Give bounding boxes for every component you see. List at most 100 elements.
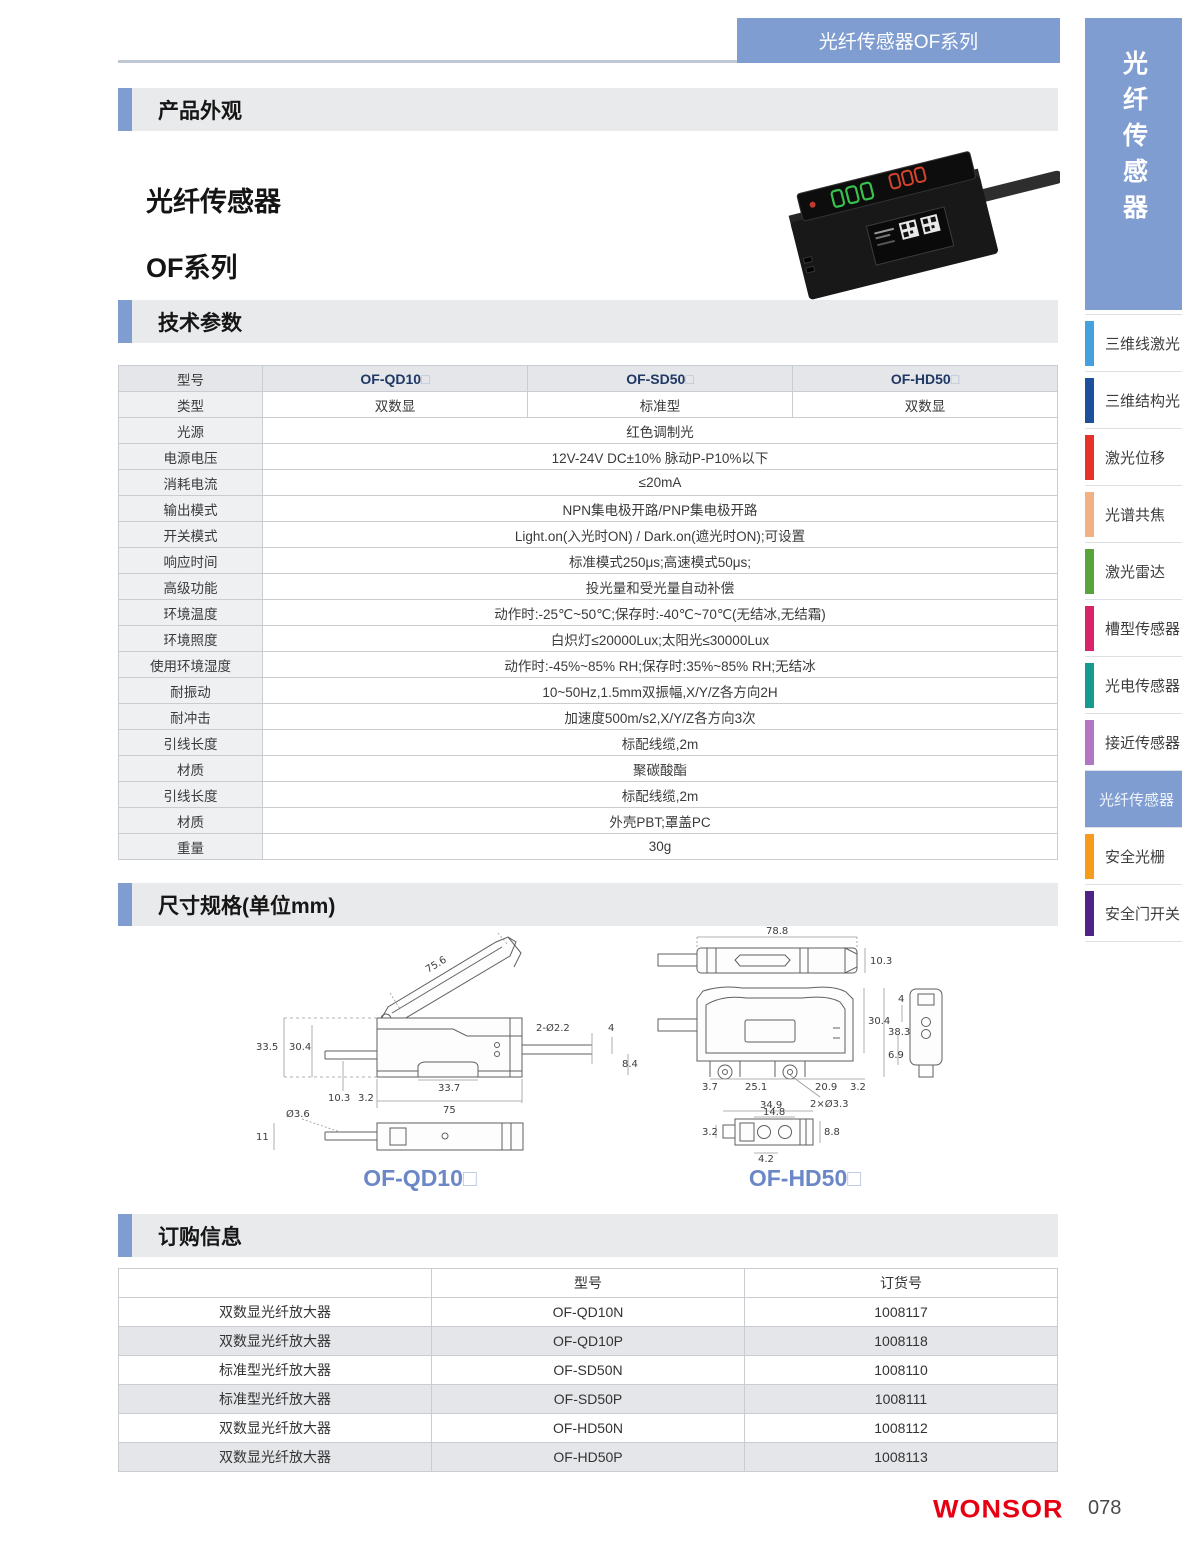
order-header-cell: 订货号 [744,1268,1058,1298]
sidebar-item-label: 三维结构光 [1105,392,1181,410]
spec-row-label: 引线长度 [118,729,263,756]
qd10-dimension-drawing: 75.6 33.5 30.4 10.3 3.2 33.7 75 2-Ø2.2 4… [256,933,638,1151]
spec-type-cell: 双数显 [792,391,1058,418]
sidebar-item-5[interactable]: 激光雷达 [1085,543,1182,600]
svg-text:78.8: 78.8 [766,926,788,937]
sidebar-item-6[interactable]: 槽型传感器 [1085,600,1182,657]
category-color-bar [1085,549,1094,594]
spec-row-label: 使用环境湿度 [118,651,263,678]
svg-text:6.9: 6.9 [888,1050,904,1061]
spec-row-label: 材质 [118,807,263,834]
section-title-specs: 技术参数 [158,311,242,335]
svg-text:Ø3.6: Ø3.6 [286,1108,310,1120]
qd10-model-label: OF-QD10□ [363,1165,477,1191]
category-color-bar [1085,663,1094,708]
order-product-cell: 双数显光纤放大器 [118,1413,432,1443]
order-model-cell: OF-QD10N [431,1297,745,1327]
sidebar-item-7[interactable]: 光电传感器 [1085,657,1182,714]
order-code-cell: 1008110 [744,1355,1058,1385]
order-model-cell: OF-SD50P [431,1384,745,1414]
svg-text:33.7: 33.7 [438,1083,460,1094]
sidebar-item-10[interactable]: 安全光栅 [1085,828,1182,885]
order-product-cell: 标准型光纤放大器 [118,1355,432,1385]
hd50-dimension-drawing: 78.8 10.3 30.4 38.3 3.7 25.1 20.9 3.2 2×… [657,926,943,1165]
sidebar-item-label: 激光位移 [1105,449,1166,467]
sidebar-item-3[interactable]: 激光位移 [1085,429,1182,486]
spec-row-label: 消耗电流 [118,469,263,496]
spec-row-label: 环境照度 [118,625,263,652]
svg-text:10.3: 10.3 [328,1093,350,1104]
sidebar-item-9[interactable]: 光纤传感器 [1085,771,1182,828]
category-color-bar [1085,321,1094,366]
spec-row-value: NPN集电极开路/PNP集电极开路 [262,495,1058,522]
sidebar-item-label: 光纤传感器 [1099,791,1175,809]
order-product-cell: 标准型光纤放大器 [118,1384,432,1414]
sidebar-item-11[interactable]: 安全门开关 [1085,885,1182,942]
spec-row-label: 环境温度 [118,599,263,626]
sidebar-current-category-label: 光纤传感器 [1119,50,1148,230]
sidebar-item-1[interactable]: 三维线激光 [1085,315,1182,372]
section-header-ordering: 订购信息 [118,1214,1058,1257]
svg-text:25.1: 25.1 [745,1082,767,1093]
order-code-cell: 1008113 [744,1442,1058,1472]
order-header-cell [118,1268,432,1298]
spec-row-value: 外壳PBT;罩盖PC [262,807,1058,834]
qr-code-icon [898,213,941,240]
sidebar-item-4[interactable]: 光谱共焦 [1085,486,1182,543]
spec-row-value: 加速度500m/s2,X/Y/Z各方向3次 [262,703,1058,730]
order-product-cell: 双数显光纤放大器 [118,1326,432,1356]
spec-row-value: 白炽灯≤20000Lux;太阳光≤30000Lux [262,625,1058,652]
svg-text:2×Ø3.3: 2×Ø3.3 [810,1098,849,1110]
section-header-dimensions: 尺寸规格(单位mm) [118,883,1058,926]
svg-text:2-Ø2.2: 2-Ø2.2 [536,1022,570,1034]
sidebar-item-list: 三维线激光三维结构光激光位移光谱共焦激光雷达槽型传感器光电传感器接近传感器光纤传… [1085,314,1182,942]
sidebar-item-8[interactable]: 接近传感器 [1085,714,1182,771]
section-title-ordering: 订购信息 [158,1225,242,1249]
category-color-bar [1085,435,1094,480]
spec-row-value: ≤20mA [262,469,1058,496]
spec-type-cell: 双数显 [262,391,528,418]
sidebar-item-label: 光谱共焦 [1105,506,1166,524]
svg-text:30.4: 30.4 [289,1042,311,1053]
category-color-bar [1085,378,1094,423]
sidebar-item-label: 安全光栅 [1105,848,1166,866]
sidebar-item-label: 接近传感器 [1105,734,1181,752]
spec-row-label: 响应时间 [118,547,263,574]
order-model-cell: OF-HD50P [431,1442,745,1472]
svg-text:33.5: 33.5 [256,1042,278,1053]
spec-row-value: 聚碳酸酯 [262,755,1058,782]
spec-model-cell: OF-QD10□ [262,365,528,392]
order-model-cell: OF-SD50N [431,1355,745,1385]
sidebar-current-category: 光纤传感器 [1085,18,1182,310]
product-photo [788,151,1060,300]
section-title-appearance: 产品外观 [158,99,242,123]
sidebar-item-label: 光电传感器 [1105,677,1181,695]
spec-row-value: 标配线缆,2m [262,781,1058,808]
category-color-bar [1085,606,1094,651]
spec-model-cell: OF-SD50□ [527,365,793,392]
spec-row-label: 开关模式 [118,521,263,548]
sidebar-item-label: 三维线激光 [1105,335,1181,353]
spec-row-value: 红色调制光 [262,417,1058,444]
svg-text:4: 4 [898,994,904,1005]
spec-row-value: 动作时:-45%~85% RH;保存时:35%~85% RH;无结冰 [262,651,1058,678]
spec-row-value: 30g [262,833,1058,860]
svg-text:20.9: 20.9 [815,1082,837,1093]
spec-row-value: 动作时:-25℃~50℃;保存时:-40℃~70℃(无结冰,无结霜) [262,599,1058,626]
svg-text:10.3: 10.3 [870,956,892,967]
hd50-model-label: OF-HD50□ [748,1165,862,1191]
spec-row-label: 输出模式 [118,495,263,522]
svg-text:75: 75 [443,1105,456,1116]
sidebar-item-2[interactable]: 三维结构光 [1085,372,1182,429]
sidebar-item-label: 槽型传感器 [1105,620,1181,638]
order-header-cell: 型号 [431,1268,745,1298]
spec-row-label: 电源电压 [118,443,263,470]
svg-text:4: 4 [608,1023,614,1034]
product-title-line2: OF系列 [146,253,238,283]
